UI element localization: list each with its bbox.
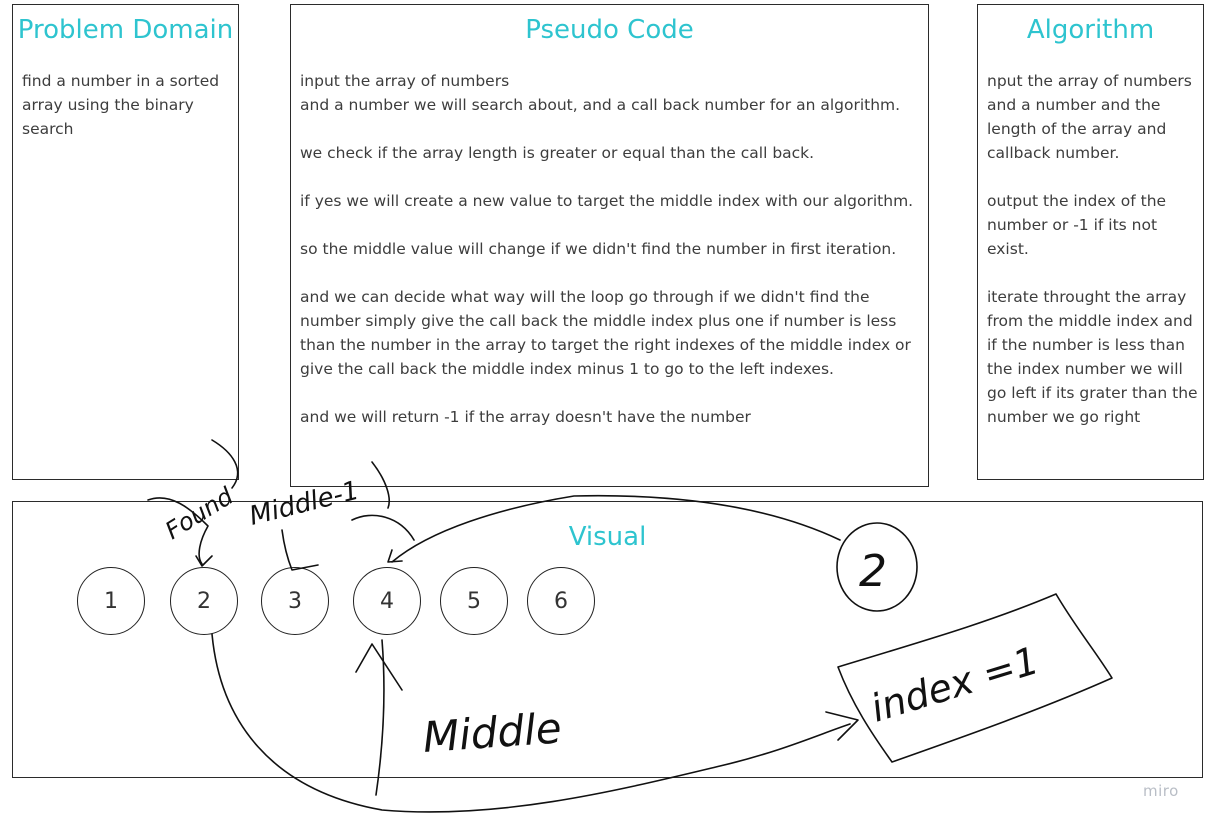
pseudo-code-paragraph: and we will return -1 if the array doesn… <box>300 408 751 426</box>
pseudo-code-panel[interactable]: Pseudo Code input the array of numbers a… <box>290 4 929 487</box>
array-node-1[interactable]: 1 <box>77 567 145 635</box>
pseudo-code-paragraph: if yes we will create a new value to tar… <box>300 192 914 210</box>
algorithm-panel[interactable]: Algorithm nput the array of numbers and … <box>977 4 1204 480</box>
problem-domain-title: Problem Domain <box>17 15 234 45</box>
algorithm-title: Algorithm <box>1026 15 1155 45</box>
pseudo-code-paragraph: we check if the array length is greater … <box>300 144 815 162</box>
pseudo-code-title: Pseudo Code <box>525 15 694 45</box>
visual-panel[interactable]: Visual <box>12 501 1203 778</box>
problem-domain-panel[interactable]: Problem Domain find a number in a sorted… <box>12 4 239 480</box>
algorithm-paragraph: output the index of the number or -1 if … <box>987 192 1167 258</box>
pseudo-code-paragraph: input the array of numbers and a number … <box>300 72 901 114</box>
algorithm-paragraph: nput the array of numbers and a number a… <box>987 72 1192 162</box>
algorithm-paragraph: iterate throught the array from the midd… <box>987 288 1198 426</box>
miro-watermark-logo: miro <box>1143 782 1179 800</box>
array-node-6[interactable]: 6 <box>527 567 595 635</box>
array-node-3[interactable]: 3 <box>261 567 329 635</box>
pseudo-code-paragraph: so the middle value will change if we di… <box>300 240 897 258</box>
array-node-5[interactable]: 5 <box>440 567 508 635</box>
pseudo-code-paragraph: and we can decide what way will the loop… <box>300 288 911 378</box>
visual-title: Visual <box>568 522 647 552</box>
array-node-4[interactable]: 4 <box>353 567 421 635</box>
problem-domain-body: find a number in a sorted array using th… <box>22 69 234 141</box>
algorithm-body: nput the array of numbers and a number a… <box>987 69 1199 429</box>
problem-domain-text: find a number in a sorted array using th… <box>22 72 220 138</box>
array-node-2[interactable]: 2 <box>170 567 238 635</box>
pseudo-code-body: input the array of numbers and a number … <box>300 69 922 429</box>
